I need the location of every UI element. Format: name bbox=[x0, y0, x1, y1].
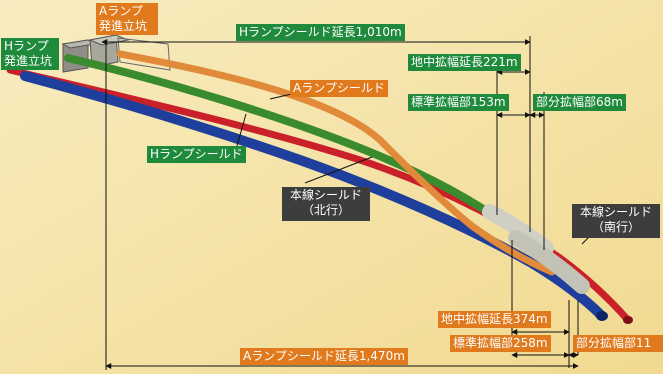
partial-widening-68-label: 部分拡幅部68m bbox=[533, 94, 626, 111]
mainline-south-label-line2: （南行） bbox=[591, 220, 640, 234]
underground-widening-221-label: 地中拡幅延長221m bbox=[408, 54, 521, 71]
mainline-north-label-line2: （北行） bbox=[301, 203, 350, 217]
partial-widening-11-label: 部分拡幅部11 bbox=[573, 335, 663, 352]
a-ramp-tunnel bbox=[116, 50, 556, 276]
mainline-south-label: 本線シールド （南行） bbox=[572, 204, 660, 238]
dimension-lines bbox=[101, 36, 579, 370]
a-ramp-shield-length-label: Aランプシールド延長1,470m bbox=[240, 348, 408, 365]
h-ramp-shield-length-label: Hランプシールド延長1,010m bbox=[236, 24, 405, 41]
h-ramp-shaft-label: Hランプ 発進立坑 bbox=[1, 38, 59, 70]
a-ramp-shaft-label: Aランプ 発進立坑 bbox=[96, 3, 158, 35]
south-tunnel-end bbox=[623, 316, 633, 324]
a-ramp-shaft-label-line2: 発進立坑 bbox=[99, 19, 148, 33]
h-ramp-shaft-label-line1: Hランプ bbox=[4, 39, 49, 53]
standard-widening-153-label: 標準拡幅部153m bbox=[408, 94, 509, 111]
standard-widening-258-label: 標準拡幅部258m bbox=[450, 335, 551, 352]
mainline-north-label-line1: 本線シールド bbox=[289, 188, 362, 202]
mainline-north-label: 本線シールド （北行） bbox=[282, 187, 370, 221]
a-ramp-shield-label: Aランプシールド bbox=[290, 80, 388, 97]
mainline-south-label-line1: 本線シールド bbox=[579, 205, 652, 219]
underground-widening-374-label: 地中拡幅延長374m bbox=[438, 311, 551, 328]
mainline-south-tunnel bbox=[6, 66, 632, 324]
a-ramp-shaft-label-line1: Aランプ bbox=[99, 4, 143, 18]
h-ramp-shaft-label-line2: 発進立坑 bbox=[4, 54, 53, 68]
north-tunnel-end bbox=[596, 311, 608, 321]
h-ramp-tunnel bbox=[64, 54, 512, 230]
widening-section-a bbox=[508, 230, 590, 294]
mainline-north-tunnel bbox=[20, 71, 607, 321]
h-ramp-shield-label: Hランプシールド bbox=[147, 146, 246, 163]
